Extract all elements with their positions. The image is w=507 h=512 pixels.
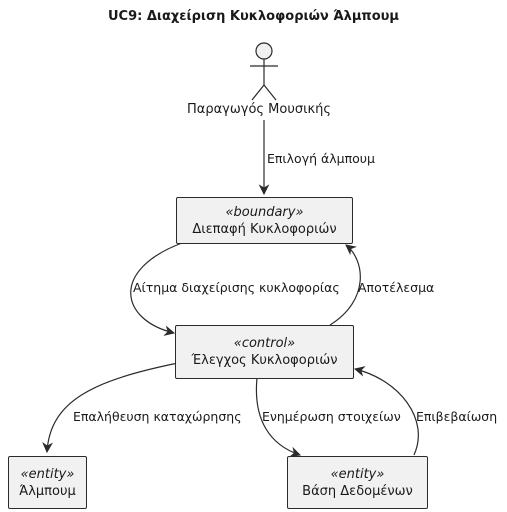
album-stereotype: «entity»: [20, 467, 75, 482]
edge-label-result: Αποτέλεσμα: [358, 280, 435, 295]
actor-label: Παραγωγός Μουσικής: [187, 102, 332, 117]
db-name: Βάση Δεδομένων: [302, 484, 413, 499]
edge-result: [329, 244, 361, 326]
control-name: Έλεγχος Κυκλοφοριών: [191, 353, 338, 368]
boundary-name: Διεπαφή Κυκλοφοριών: [192, 222, 337, 237]
control-stereotype: «control»: [233, 336, 296, 351]
db-node: «entity» Βάση Δεδομένων: [287, 456, 428, 509]
edge-label-select-album: Επιλογή άλμπουμ: [267, 151, 375, 166]
edge-label-verify: Επαλήθευση καταχώρησης: [73, 409, 242, 424]
edge-verify: [42, 362, 179, 454]
album-name: Άλμπουμ: [19, 484, 76, 499]
boundary-stereotype: «boundary»: [225, 205, 304, 220]
boundary-node: «boundary» Διεπαφή Κυκλοφοριών: [176, 197, 353, 244]
edge-label-update: Ενημέρωση στοιχείων: [262, 409, 401, 424]
edge-label-confirm: Επιβεβαίωση: [416, 409, 498, 424]
edge-label-request: Αίτημα διαχείρισης κυκλοφορίας: [133, 280, 340, 295]
db-stereotype: «entity»: [330, 467, 385, 482]
edge-request: [130, 242, 183, 336]
edge-update: [255, 377, 302, 458]
diagram-title: UC9: Διαχείριση Κυκλοφοριών Άλμπουμ: [107, 9, 399, 24]
album-node: «entity» Άλμπουμ: [8, 456, 87, 509]
edge-confirm: [353, 366, 419, 456]
actor-icon: [250, 42, 278, 101]
control-node: «control» Έλεγχος Κυκλοφοριών: [175, 325, 354, 379]
